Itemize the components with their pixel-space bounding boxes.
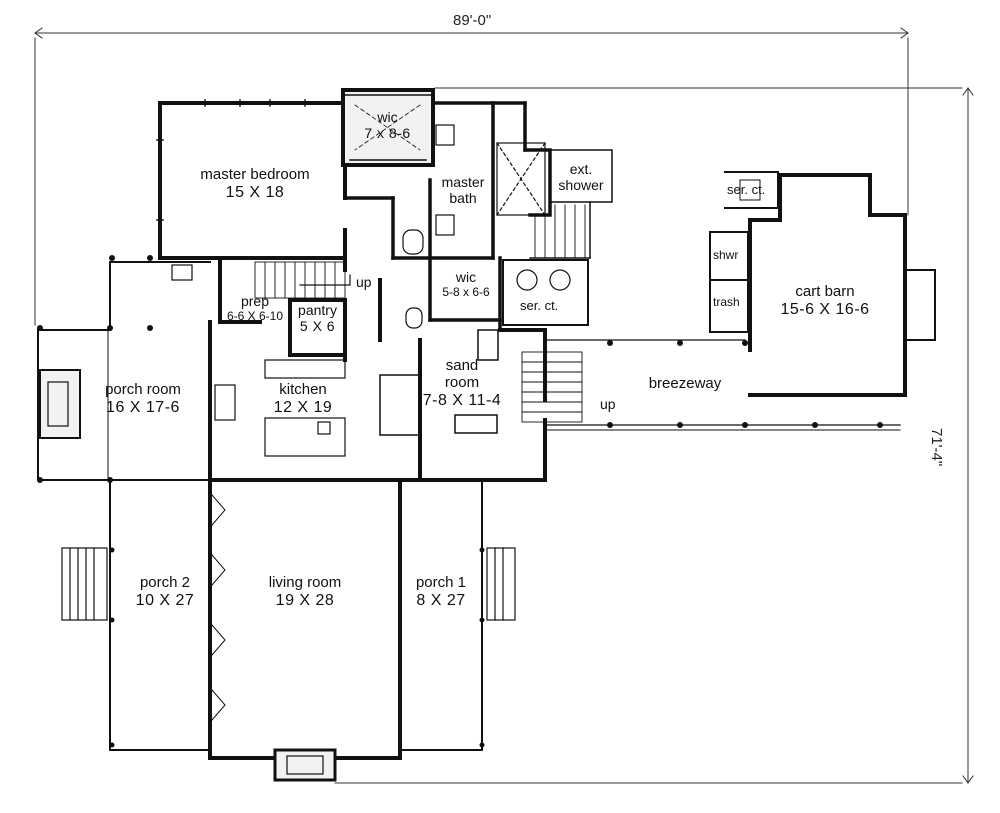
room-master-bath: master bath — [432, 174, 494, 206]
living-room-walls — [208, 478, 402, 760]
porch-1-columns — [479, 547, 485, 748]
porch-1-outline — [399, 479, 483, 751]
living-room-french-doors — [211, 494, 226, 721]
room-porch-2: porch 2 10 X 27 — [120, 574, 210, 610]
master-wic-cross — [354, 104, 421, 151]
room-name: wic — [377, 109, 398, 125]
dimension-width: 89'-0" — [453, 12, 492, 29]
porch-room-columns — [37, 255, 153, 483]
room-ext-shower: ext. shower — [550, 161, 612, 193]
room-shwr: shwr — [713, 248, 739, 262]
room-pantry: pantry 5 X 6 — [290, 302, 345, 334]
room-master-bedroom: master bedroom 15 X 18 — [190, 166, 320, 202]
porch-2-outline — [109, 479, 211, 751]
ext-shower-deck — [529, 201, 591, 259]
sand-room-fixtures — [379, 329, 499, 436]
porch-2-steps — [61, 547, 108, 621]
porch-2-columns — [109, 547, 115, 748]
room-living-room: living room 19 X 28 — [250, 574, 360, 610]
room-dims: 12 X 19 — [273, 398, 333, 416]
room-kitchen: kitchen 12 X 19 — [258, 381, 348, 417]
room-name: prep — [240, 293, 270, 309]
room-name: wic — [455, 269, 477, 285]
breezeway-stairs — [521, 351, 583, 423]
room-dims: 15-6 X 16-6 — [780, 300, 870, 318]
room-dims: 6-6 X 6-10 — [226, 308, 284, 323]
room-dims: 19 X 28 — [275, 591, 335, 609]
breezeway-outline — [544, 339, 901, 431]
master-wic-walls — [341, 88, 435, 167]
room-wic-small: wic 5-8 x 6-6 — [432, 269, 500, 299]
room-porch-1: porch 1 8 X 27 — [400, 574, 482, 610]
stair-up-main: up — [356, 274, 372, 290]
room-ser-ct-main: ser. ct. — [520, 298, 559, 313]
room-name: master bedroom — [200, 166, 310, 183]
room-name-line2: shower — [558, 176, 604, 193]
shower-area — [496, 142, 546, 216]
living-room-fireplace — [273, 748, 337, 782]
room-dims: 5 X 6 — [299, 317, 336, 334]
room-name-line1: ext. — [569, 161, 593, 177]
room-name: cart barn — [795, 283, 855, 300]
room-name: breezeway — [648, 375, 722, 392]
dimension-lines — [34, 27, 974, 784]
room-name: living room — [268, 574, 342, 591]
cart-barn-walls — [748, 173, 907, 397]
porch-1-steps — [486, 547, 516, 621]
service-court — [502, 259, 589, 326]
room-dims: 5-8 x 6-6 — [442, 284, 490, 299]
room-dims: 7 x 8-6 — [364, 124, 411, 141]
room-dims: 15 X 18 — [225, 183, 285, 201]
room-trash: trash — [713, 295, 740, 309]
cart-barn-annex — [709, 171, 936, 341]
main-stairs — [254, 261, 351, 299]
stair-up-breezeway: up — [600, 396, 616, 412]
room-name: pantry — [298, 302, 337, 318]
room-porch-room: porch room 16 X 17-6 — [88, 381, 198, 417]
room-name: porch 1 — [415, 574, 467, 591]
master-bath-walls — [343, 101, 527, 260]
ext-shower-walls — [523, 148, 613, 217]
room-name: porch room — [105, 381, 181, 398]
kitchen-fixtures — [214, 359, 346, 457]
room-dims: 10 X 27 — [135, 591, 195, 609]
room-dims: 8 X 27 — [416, 591, 466, 609]
room-sand-room: sand room 7-8 X 11-4 — [417, 357, 507, 410]
master-bedroom-windows — [156, 99, 306, 221]
room-name: porch 2 — [139, 574, 191, 591]
breezeway-columns — [607, 340, 883, 428]
room-ser-ct-barn: ser. ct. — [727, 182, 766, 197]
room-wic-master: wic 7 x 8-6 — [355, 109, 420, 141]
porch-room-outline — [37, 261, 211, 751]
room-prep: prep 6-6 X 6-10 — [218, 293, 292, 323]
bath-fixtures — [402, 124, 455, 329]
dimension-depth: 71'-4" — [928, 428, 945, 467]
room-name-line2: bath — [449, 189, 477, 206]
room-name-line1: sand — [445, 357, 479, 374]
room-dims: 7-8 X 11-4 — [422, 391, 502, 409]
room-breezeway: breezeway — [630, 375, 740, 393]
room-cart-barn: cart barn 15-6 X 16-6 — [770, 283, 880, 319]
porch-room-fireplace — [39, 369, 81, 439]
room-name-line2: room — [444, 373, 480, 391]
small-wic-walls — [428, 256, 502, 332]
porch-room-stove — [171, 264, 193, 281]
room-dims: 16 X 17-6 — [106, 398, 180, 416]
room-name: kitchen — [279, 381, 327, 398]
room-name-line1: master — [441, 174, 485, 190]
